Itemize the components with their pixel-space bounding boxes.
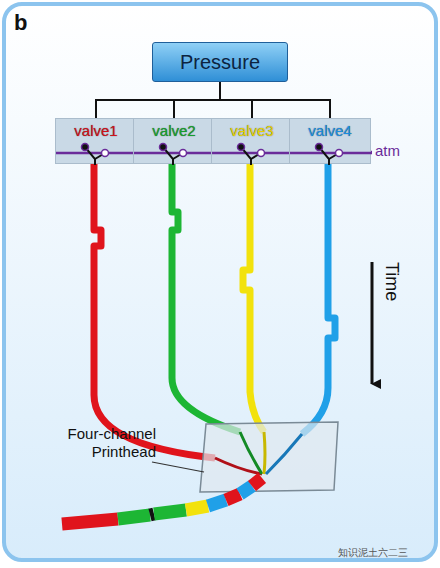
valve-label: valve2: [134, 122, 214, 139]
valve-box: valve1: [55, 118, 137, 164]
inner-channel: [264, 432, 265, 474]
yellow-tube: [243, 164, 264, 432]
time-arrow: [371, 262, 374, 384]
valve-box: valve2: [133, 118, 215, 164]
atm-label: atm: [375, 142, 400, 159]
leader-line: [152, 462, 204, 472]
valve-label: valve4: [290, 122, 370, 139]
filament: [150, 514, 154, 515]
source-label: Pressure: [180, 51, 260, 74]
valve-box: valve4: [289, 118, 371, 164]
time-label: Time: [381, 262, 402, 301]
part-label: Four-channel Printhead: [44, 425, 156, 461]
inner-channel: [240, 432, 262, 474]
filament: [208, 500, 226, 506]
valve-label: valve3: [212, 122, 292, 139]
filament: [62, 519, 118, 524]
source-box: Pressure: [152, 42, 288, 82]
valve-box: valve3: [211, 118, 293, 164]
filament: [226, 494, 240, 500]
filament: [118, 515, 150, 519]
filament: [252, 478, 262, 486]
printhead: [200, 422, 338, 492]
filament: [240, 486, 252, 494]
connector: [174, 82, 220, 118]
inner-channel: [266, 434, 302, 474]
filament: [154, 510, 186, 514]
valve-label: valve1: [56, 122, 136, 139]
connector: [96, 82, 220, 118]
filament: [186, 506, 208, 510]
panel-letter: b: [14, 10, 27, 36]
watermark: 知识泥土六二三: [338, 546, 408, 560]
blue-tube: [302, 164, 335, 434]
green-tube: [172, 164, 240, 432]
connector: [220, 82, 330, 118]
panel: [4, 4, 436, 560]
